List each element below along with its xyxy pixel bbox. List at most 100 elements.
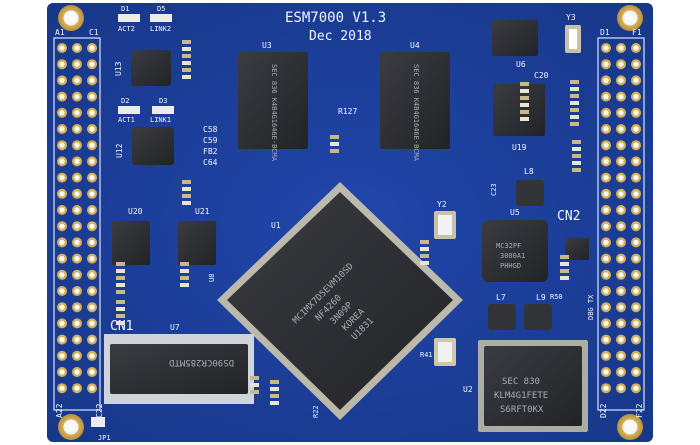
pin-hole [74,175,80,181]
pin-hole [59,320,65,326]
led-area: D1 D5 ACT2 LINK2 D2 D3 ACT1 LINK1 [118,5,174,124]
pin-hole [633,94,639,100]
pin-hole [59,45,65,51]
label-jp1: JP1 [98,434,111,442]
passive-pad [270,387,279,391]
ram-u3-marking: SEC 836 K4B4G1646E-BCMA [270,64,278,162]
passive-pad [520,117,529,121]
label-c22: C22 [95,403,104,418]
emmc-marking-1: SEC 830 [502,377,540,387]
pin-hole [89,288,95,294]
label-link1: LINK1 [150,116,171,124]
pin-hole [74,304,80,310]
passive-pad [572,154,581,158]
cpu-u1: MCIMX7D5EVM10SD NF4260 3N09P KOREA U1831… [217,182,463,420]
passive-pad [180,276,189,280]
passive-pad [116,262,125,266]
label-u7: U7 [170,323,180,332]
pin-hole [618,239,624,245]
pin-hole [89,126,95,132]
label-c1: C1 [89,28,99,37]
label-d2: D2 [121,97,129,105]
pin-hole [618,320,624,326]
pin-hole [89,272,95,278]
pin-hole [59,369,65,375]
pin-hole [603,369,609,375]
chip-u13: U13 [114,50,171,86]
pin-hole [618,45,624,51]
label-u4: U4 [410,41,420,50]
pin-hole [603,61,609,67]
pin-hole [74,288,80,294]
pin-hole [59,272,65,278]
passive-pad [116,307,125,311]
passive-pad [570,94,579,98]
passive-pad [182,68,191,72]
pin-hole [59,304,65,310]
pin-hole [618,256,624,262]
label-f22: F22 [635,403,644,418]
pin-hole [603,77,609,83]
pin-hole [74,353,80,359]
pin-hole [74,158,80,164]
pin-hole [59,126,65,132]
pin-hole [603,288,609,294]
pin-hole [618,61,624,67]
board-date: Dec 2018 [309,29,372,44]
pin-hole [89,45,95,51]
passive-pad [560,262,569,266]
label-u2: U2 [463,385,473,394]
passive-pad [180,283,189,287]
passive-pad [182,201,191,205]
label-cn1: CN1 [110,319,133,334]
crystal-y3: Y3 [565,13,581,53]
chip-u6: U6 [492,20,538,69]
pin-hole [603,353,609,359]
passive-pad [116,276,125,280]
pin-hole [74,207,80,213]
label-u21: U21 [195,207,210,216]
pin-hole [633,353,639,359]
chip-u12: U12 C58 C59 FB2 C64 [115,125,218,167]
pin-hole [633,272,639,278]
passive-components [116,40,581,405]
pin-hole [89,320,95,326]
label-f1: F1 [632,28,642,37]
passive-pad [182,54,191,58]
pin-hole [618,223,624,229]
pin-hole [633,304,639,310]
pin-hole [89,207,95,213]
crystal-y2: Y2 [434,200,456,239]
passive-pad [520,96,529,100]
passive-pad [182,180,191,184]
passive-pad [116,283,125,287]
passive-pad [116,314,125,318]
pin-hole [74,223,80,229]
pin-hole [603,45,609,51]
pin-hole [618,77,624,83]
label-d1: D1 [121,5,129,13]
chip-u7: DS90CR285MTD U7 CN1 [104,319,254,404]
label-a1: A1 [55,28,65,37]
label-fb2: FB2 [203,147,218,156]
pin-hole [633,288,639,294]
passive-pad [270,401,279,405]
label-link2: LINK2 [150,25,171,33]
pin-hole [74,337,80,343]
label-r22: R22 [312,405,320,418]
label-r50: R50 [550,293,563,301]
pin-hole [89,191,95,197]
pin-hole [59,175,65,181]
label-cn2: CN2 [557,209,580,224]
pin-hole [618,337,624,343]
pin-hole [74,94,80,100]
pin-hole [603,337,609,343]
passive-pad [570,87,579,91]
label-u3: U3 [262,41,272,50]
pin-hole [633,256,639,262]
label-l8: L8 [524,167,534,176]
emmc-marking-2: KLM4G1FETE [494,391,548,401]
label-r127: R127 [338,107,357,116]
